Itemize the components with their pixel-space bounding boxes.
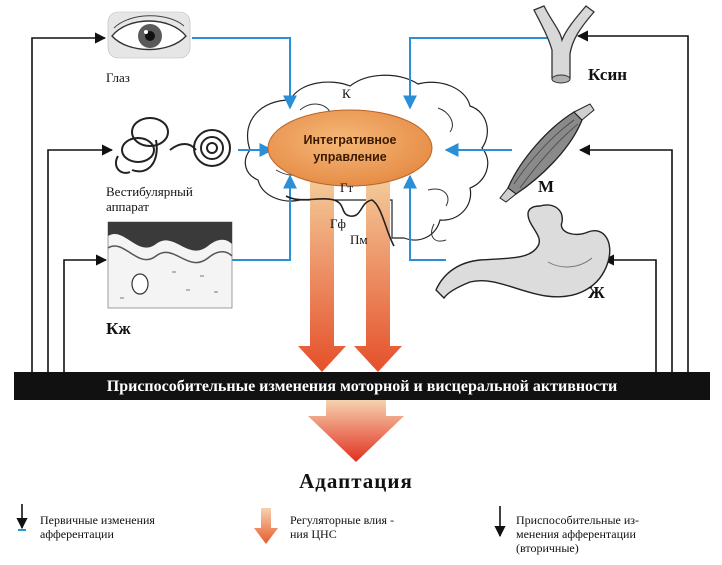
legend-primary-line1: Первичные изменения xyxy=(40,513,155,527)
secondary-eye-line xyxy=(31,32,107,372)
vestibular-label-line2: аппарат xyxy=(106,199,149,214)
afferent-eye-line xyxy=(192,37,297,110)
vestibular-label-line1: Вестибулярный xyxy=(106,184,193,199)
legend: Первичные изменения афферентации Регулят… xyxy=(16,504,639,555)
afferent-skin-line xyxy=(232,174,297,261)
stomach-icon xyxy=(435,204,611,300)
afferent-vessel-line xyxy=(403,37,552,110)
brainstem-path xyxy=(285,195,395,247)
core-label-line1: Интегративное xyxy=(303,133,396,147)
pituitary-label: Гф xyxy=(330,216,346,231)
secondary-stomach-line xyxy=(602,254,657,372)
muscle-icon xyxy=(499,103,595,203)
muscle-label: М xyxy=(538,177,554,196)
primary-afferent-lines xyxy=(192,37,552,261)
secondary-vessel-line xyxy=(576,30,689,372)
core-label-line2: управление xyxy=(313,150,387,164)
cns-arrow-right xyxy=(354,172,402,372)
inner-ear-icon xyxy=(114,117,231,174)
legend-regulatory-arrow-icon xyxy=(254,508,278,544)
skin-label: Кж xyxy=(106,319,131,338)
adaptation-arrow xyxy=(308,400,404,462)
medulla-label: Пм xyxy=(350,232,368,247)
eye-icon xyxy=(107,11,191,59)
legend-regulatory-line1: Регуляторные влия - xyxy=(290,513,394,527)
secondary-skin-line xyxy=(63,254,108,372)
cortex-label: К xyxy=(342,86,351,101)
secondary-vestibular-line xyxy=(47,144,114,372)
legend-secondary-line3: (вторичные) xyxy=(516,541,579,555)
afferent-stomach-line xyxy=(403,174,446,261)
banner-text: Приспособительные изменения моторной и в… xyxy=(107,378,617,395)
integrative-core: Интегративное управление xyxy=(267,109,433,187)
adaptation-label: Адаптация xyxy=(299,469,413,493)
legend-secondary-line2: менения афферентации xyxy=(516,527,636,541)
cns-arrow-left xyxy=(298,172,346,372)
hypothalamus-label: Гт xyxy=(340,180,354,195)
cns-regulatory-arrows xyxy=(298,172,402,372)
secondary-muscle-line xyxy=(578,144,673,372)
motor-visceral-banner: Приспособительные изменения моторной и в… xyxy=(14,372,710,400)
legend-primary-arrow-icon xyxy=(16,504,28,531)
legend-secondary-line1: Приспособительные из- xyxy=(516,513,639,527)
vessel-label: Ксин xyxy=(588,65,627,84)
legend-primary-line2: афферентации xyxy=(40,527,114,541)
secondary-afferent-lines xyxy=(31,30,689,372)
stomach-label: Ж xyxy=(588,283,605,302)
blood-vessel-icon xyxy=(533,5,595,84)
eye-label: Глаз xyxy=(106,70,130,85)
legend-regulatory-line2: ния ЦНС xyxy=(290,527,337,541)
skin-section-icon xyxy=(107,221,233,309)
